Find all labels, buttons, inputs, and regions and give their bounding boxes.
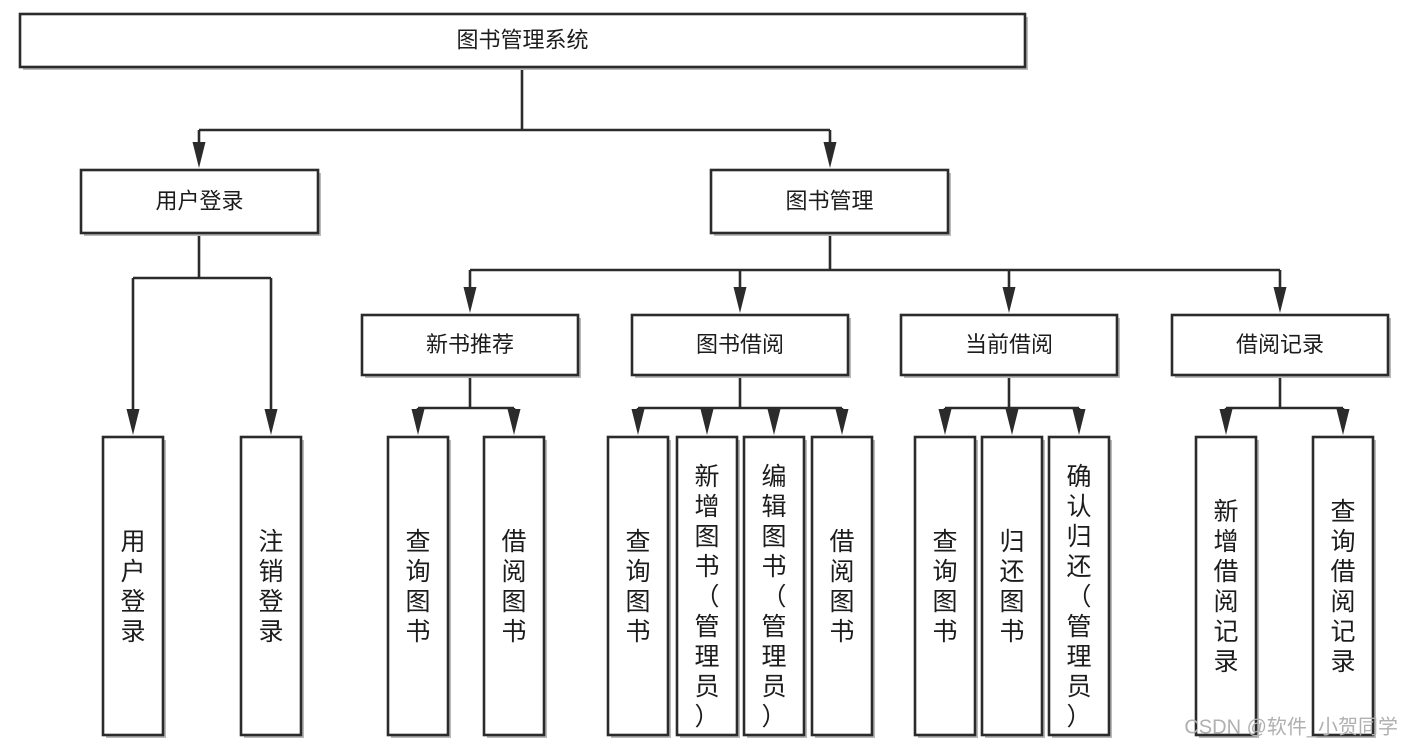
conn-borrow-bus-arrow-3 <box>835 409 849 435</box>
node-leaf-logout-login-box[interactable] <box>239 435 303 737</box>
node-leaf-borrow-book-2-box[interactable] <box>810 435 874 737</box>
node-book-borrow-label: 图书借阅 <box>696 332 784 357</box>
conn-mgmt-bus-arrow-3 <box>1273 287 1287 313</box>
node-leaf-borrow-book-2[interactable]: 借阅图书 <box>810 435 875 738</box>
node-leaf-confirm-return[interactable]: 确认归还（管理员） <box>1047 435 1112 738</box>
conn-login-bus <box>126 233 278 435</box>
node-borrow-record[interactable]: 借阅记录 <box>1170 313 1391 378</box>
node-leaf-return-book-box[interactable] <box>980 435 1044 737</box>
node-leaf-query-borrow-record[interactable]: 查询借阅记录 <box>1311 435 1376 738</box>
conn-mgmt-bus-arrow-2 <box>1002 287 1016 313</box>
node-leaf-query-borrow-record-label: 查询借阅记录 <box>1330 498 1355 676</box>
node-borrow-record-label: 借阅记录 <box>1236 332 1324 357</box>
conn-mgmt-bus <box>463 233 1287 313</box>
node-leaf-query-borrow-record-box[interactable] <box>1311 435 1375 737</box>
node-leaf-borrow-book-1[interactable]: 借阅图书 <box>482 435 547 738</box>
node-leaf-borrow-book-2-label: 借阅图书 <box>829 528 854 646</box>
node-leaf-add-borrow-record[interactable]: 新增借阅记录 <box>1194 435 1259 738</box>
node-leaf-query-book-1-label: 查询图书 <box>405 528 430 646</box>
conn-mgmt-bus-arrow-1 <box>733 287 747 313</box>
node-book-borrow-box[interactable] <box>630 313 850 377</box>
node-new-book-recommend-label: 新书推荐 <box>426 332 514 357</box>
node-leaf-add-borrow-record-box[interactable] <box>1194 435 1258 737</box>
conn-root-bus-arrow-1 <box>823 142 837 168</box>
node-leaf-query-book-1-box[interactable] <box>386 435 450 737</box>
conn-cur-bus <box>938 375 1086 435</box>
node-leaf-user-login[interactable]: 用户登录 <box>101 435 166 738</box>
conn-rec-bus <box>1219 375 1350 435</box>
node-book-management[interactable]: 图书管理 <box>709 168 951 236</box>
node-leaf-user-login-box[interactable] <box>101 435 165 737</box>
node-leaf-edit-book-admin[interactable]: 编辑图书（管理员） <box>742 435 807 738</box>
conn-root-bus-arrow-0 <box>192 142 206 168</box>
node-leaf-borrow-book-1-box[interactable] <box>482 435 546 737</box>
node-leaf-query-book-3-label: 查询图书 <box>932 528 957 646</box>
conn-new-bus-arrow-1 <box>507 409 521 435</box>
conn-rec-bus-arrow-0 <box>1219 409 1233 435</box>
node-leaf-add-book-admin-label: 新增图书（管理员） <box>694 463 719 731</box>
conn-cur-bus-arrow-2 <box>1072 409 1086 435</box>
node-leaf-logout-login-label: 注销登录 <box>258 528 283 646</box>
conn-mgmt-bus-arrow-0 <box>463 287 477 313</box>
node-leaf-query-book-3[interactable]: 查询图书 <box>913 435 978 738</box>
node-leaf-query-book-1[interactable]: 查询图书 <box>386 435 451 738</box>
node-leaf-return-book[interactable]: 归还图书 <box>980 435 1045 738</box>
node-leaf-query-book-2-label: 查询图书 <box>625 528 650 646</box>
node-leaf-edit-book-admin-box[interactable] <box>742 435 806 737</box>
conn-borrow-bus-arrow-0 <box>631 409 645 435</box>
node-leaf-borrow-book-1-label: 借阅图书 <box>501 528 526 646</box>
node-leaf-add-book-admin[interactable]: 新增图书（管理员） <box>675 435 740 738</box>
node-root[interactable]: 图书管理系统 <box>18 12 1028 70</box>
conn-cur-bus-arrow-0 <box>938 409 952 435</box>
node-new-book-recommend[interactable]: 新书推荐 <box>360 313 581 378</box>
node-leaf-return-book-label: 归还图书 <box>999 528 1024 646</box>
conn-root-bus <box>192 67 837 168</box>
node-root-label: 图书管理系统 <box>456 27 588 52</box>
node-book-management-label: 图书管理 <box>785 188 873 213</box>
node-leaf-add-borrow-record-label: 新增借阅记录 <box>1213 498 1238 676</box>
node-borrow-record-box[interactable] <box>1170 313 1390 377</box>
node-leaf-logout-login[interactable]: 注销登录 <box>239 435 304 738</box>
node-leaf-user-login-label: 用户登录 <box>120 528 145 646</box>
node-leaf-confirm-return-label: 确认归还（管理员） <box>1066 463 1091 731</box>
conn-cur-bus-arrow-1 <box>1005 409 1019 435</box>
node-layer: 图书管理系统用户登录图书管理新书推荐图书借阅当前借阅借阅记录用户登录注销登录查询… <box>18 12 1391 738</box>
conn-login-bus-arrow-0 <box>126 409 140 435</box>
node-leaf-confirm-return-box[interactable] <box>1047 435 1111 737</box>
conn-new-bus <box>411 375 521 435</box>
node-user-login-label: 用户登录 <box>155 188 243 213</box>
node-leaf-query-book-2-box[interactable] <box>606 435 670 737</box>
node-current-borrow-label: 当前借阅 <box>965 332 1053 357</box>
conn-borrow-bus-arrow-2 <box>767 409 781 435</box>
node-current-borrow-box[interactable] <box>899 313 1119 377</box>
connector-layer <box>126 67 1350 435</box>
conn-new-bus-arrow-0 <box>411 409 425 435</box>
conn-borrow-bus-arrow-1 <box>700 409 714 435</box>
node-book-management-box[interactable] <box>709 168 950 235</box>
node-leaf-query-book-3-box[interactable] <box>913 435 977 737</box>
conn-rec-bus-arrow-1 <box>1336 409 1350 435</box>
node-user-login-box[interactable] <box>79 168 320 235</box>
node-book-borrow[interactable]: 图书借阅 <box>630 313 851 378</box>
conn-login-bus-arrow-1 <box>264 409 278 435</box>
conn-borrow-bus <box>631 375 849 435</box>
node-leaf-add-book-admin-box[interactable] <box>675 435 739 737</box>
node-leaf-query-book-2[interactable]: 查询图书 <box>606 435 671 738</box>
node-new-book-recommend-box[interactable] <box>360 313 580 377</box>
node-current-borrow[interactable]: 当前借阅 <box>899 313 1120 378</box>
node-user-login[interactable]: 用户登录 <box>79 168 321 236</box>
node-leaf-edit-book-admin-label: 编辑图书（管理员） <box>761 463 786 731</box>
csdn-watermark: CSDN @软件_小贺同学 <box>1184 715 1398 738</box>
node-root-box[interactable] <box>18 12 1027 69</box>
